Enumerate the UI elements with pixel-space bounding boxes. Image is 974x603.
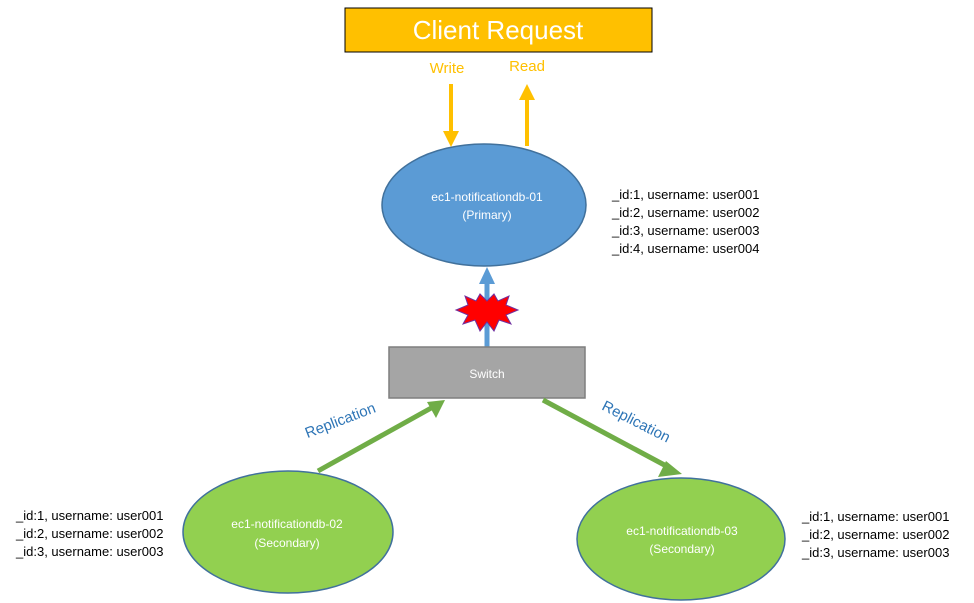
secondary-node-right: ec1-notificationdb-03 (Secondary) <box>576 477 786 601</box>
replication-label-left: Replication <box>303 400 378 442</box>
record-line: _id:3, username: user003 <box>801 545 949 560</box>
client-request-box: Client Request <box>344 7 653 53</box>
secondary-node-left: ec1-notificationdb-02 (Secondary) <box>182 470 394 594</box>
record-line: _id:1, username: user001 <box>611 187 759 202</box>
replication-label-right: Replication <box>599 398 673 447</box>
write-label: Write <box>430 60 465 77</box>
secondary-right-records: _id:1, username: user001 _id:2, username… <box>801 509 949 560</box>
record-line: _id:1, username: user001 <box>15 508 163 523</box>
replication-arrow-right <box>541 397 682 477</box>
secondary-left-role: (Secondary) <box>254 536 319 550</box>
secondary-left-name: ec1-notificationdb-02 <box>231 517 343 531</box>
record-line: _id:3, username: user003 <box>611 223 759 238</box>
secondary-left-records: _id:1, username: user001 _id:2, username… <box>15 508 163 559</box>
record-line: _id:2, username: user002 <box>15 526 163 541</box>
primary-node-role: (Primary) <box>462 208 511 222</box>
switch-label: Switch <box>469 367 504 381</box>
record-line: _id:2, username: user002 <box>611 205 759 220</box>
client-request-title: Client Request <box>413 15 584 45</box>
write-arrow <box>443 84 459 147</box>
read-arrow <box>519 84 535 146</box>
primary-node: ec1-notificationdb-01 (Primary) <box>381 143 587 267</box>
primary-records: _id:1, username: user001 _id:2, username… <box>611 187 759 256</box>
record-line: _id:2, username: user002 <box>801 527 949 542</box>
primary-node-name: ec1-notificationdb-01 <box>431 190 543 204</box>
secondary-right-role: (Secondary) <box>649 542 714 556</box>
replication-arrow-left <box>316 400 445 474</box>
failure-burst-icon <box>454 293 520 332</box>
read-label: Read <box>509 58 545 75</box>
secondary-right-name: ec1-notificationdb-03 <box>626 524 738 538</box>
record-line: _id:1, username: user001 <box>801 509 949 524</box>
record-line: _id:4, username: user004 <box>611 241 759 256</box>
switch-box: Switch <box>388 346 586 399</box>
record-line: _id:3, username: user003 <box>15 544 163 559</box>
